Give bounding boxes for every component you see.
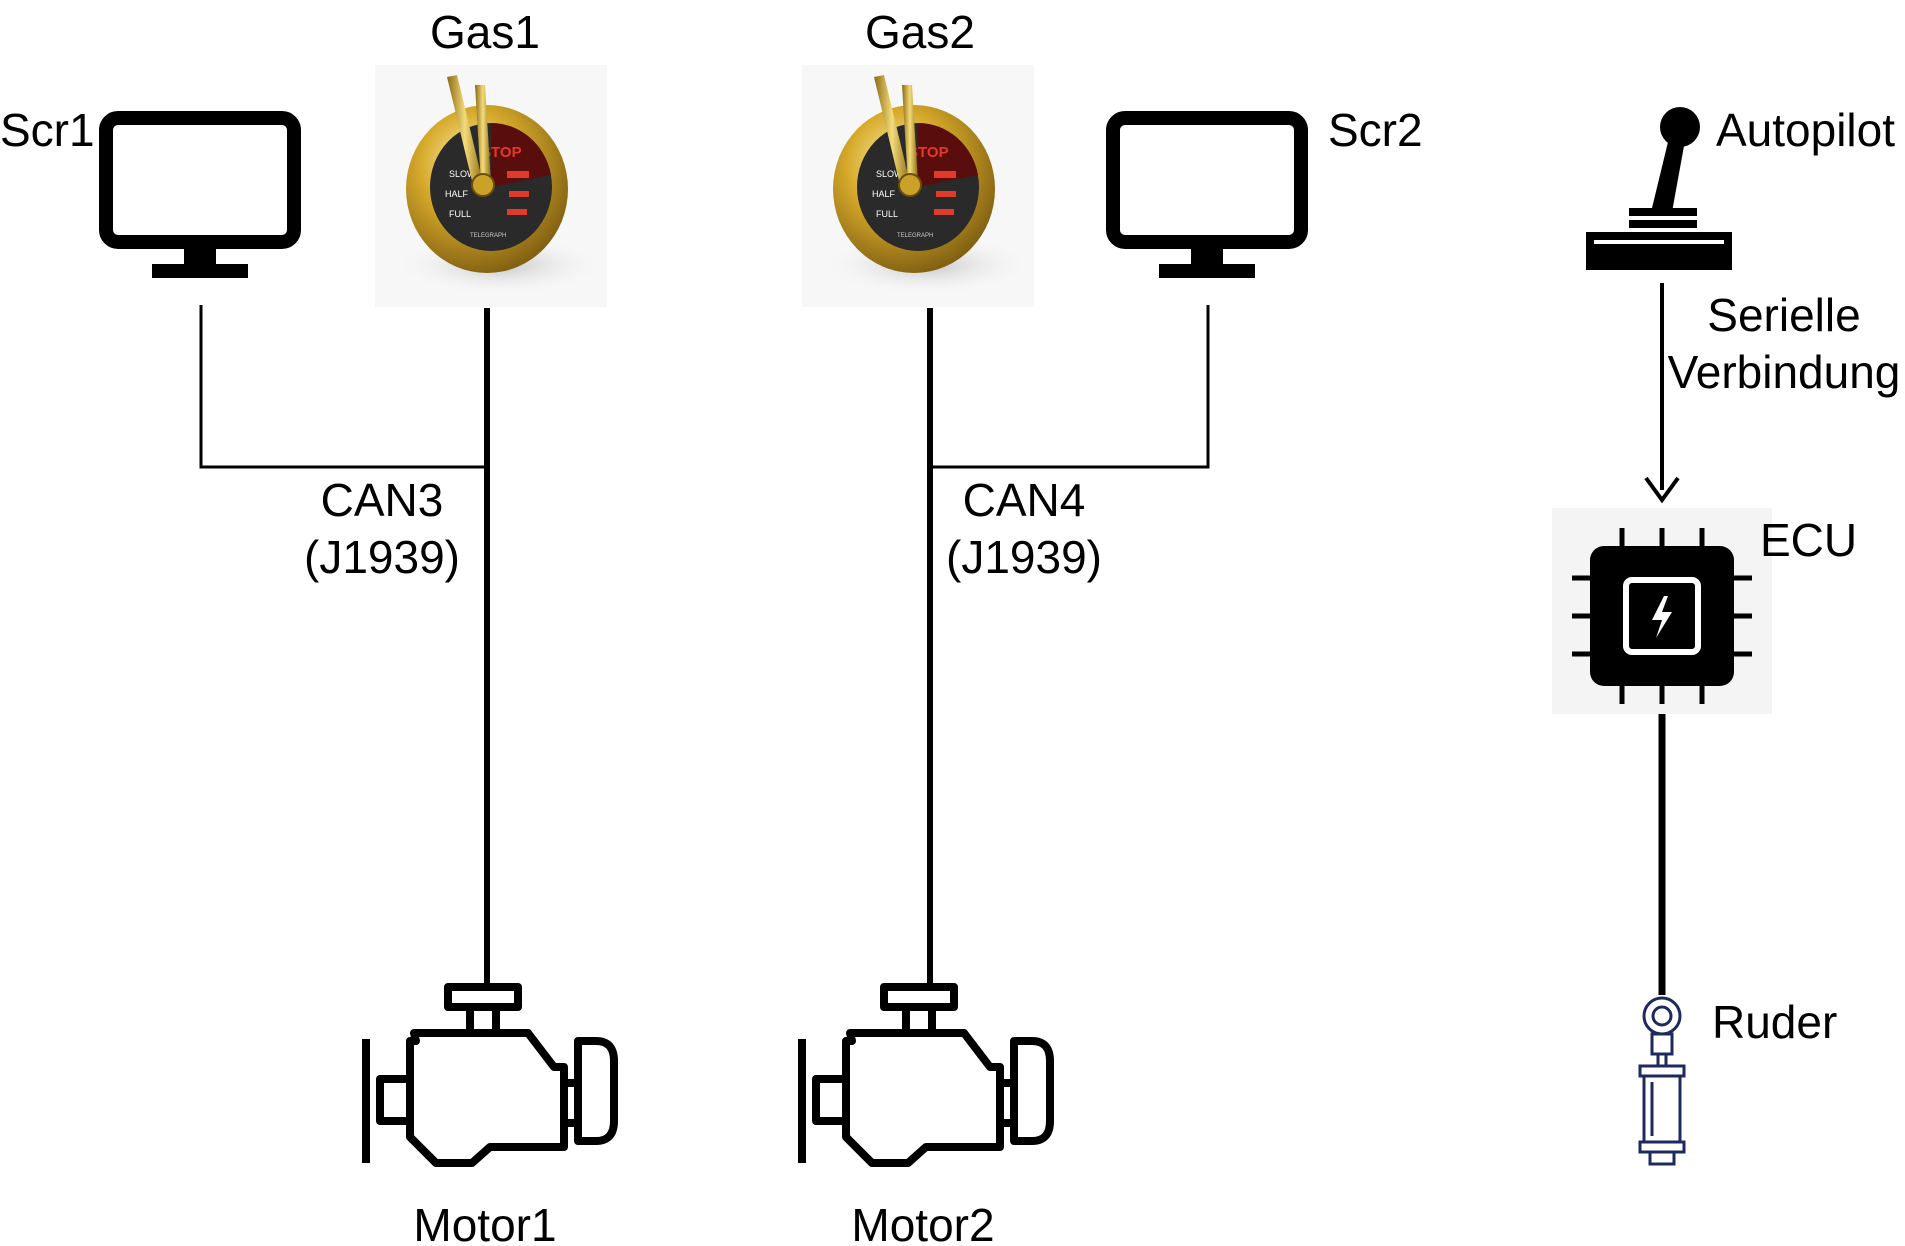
gas2-engine-telegraph-icon: STOP SLOW HALF FULL TELEGRAPH (802, 65, 1037, 307)
ecu-label: ECU (1760, 514, 1857, 566)
gas2-brand-text: TELEGRAPH (897, 233, 933, 239)
motor1-label: Motor1 (413, 1199, 556, 1246)
gas2-full-text: FULL (876, 209, 898, 219)
scr2-label: Scr2 (1328, 104, 1423, 156)
autopilot-joystick-icon (1586, 107, 1732, 270)
scr2-monitor-icon (1106, 111, 1308, 278)
serial-connection-label-line1: Serielle (1707, 289, 1860, 341)
gas2-half-text: HALF (872, 189, 896, 199)
gas1-label: Gas1 (430, 6, 540, 58)
gas2-slow-text: SLOW (876, 169, 903, 179)
scr1-monitor-icon (99, 111, 301, 278)
gas1-engine-telegraph-icon: STOP SLOW HALF FULL TELEGRAPH (375, 65, 610, 307)
ecu-chip-icon (1552, 508, 1772, 714)
gas1-half-text: HALF (445, 189, 469, 199)
gas1-full-text: FULL (449, 209, 471, 219)
gas1-brand-text: TELEGRAPH (470, 233, 506, 239)
gas1-slow-text: SLOW (449, 169, 476, 179)
serial-connection (1644, 283, 1680, 504)
ruder-label: Ruder (1712, 996, 1837, 1048)
motor2-label: Motor2 (851, 1199, 994, 1246)
scr1-label: Scr1 (0, 104, 95, 156)
gas2-stop-text: STOP (908, 144, 949, 161)
serial-connection-label-line2: Verbindung (1668, 346, 1901, 398)
gas2-label: Gas2 (865, 6, 975, 58)
can4-label-line1: CAN4 (963, 474, 1086, 526)
can3-label-line2: (J1939) (304, 531, 460, 583)
autopilot-label: Autopilot (1716, 104, 1895, 156)
can3-label-line1: CAN3 (321, 474, 444, 526)
gas1-stop-text: STOP (481, 144, 522, 161)
can4-label-line2: (J1939) (946, 531, 1102, 583)
can3-bus (199, 305, 490, 985)
motor1-engine-icon (362, 983, 618, 1167)
ruder-hydraulic-cylinder-icon (1638, 996, 1686, 1166)
motor2-engine-icon (798, 983, 1054, 1167)
can4-bus (927, 305, 1210, 985)
